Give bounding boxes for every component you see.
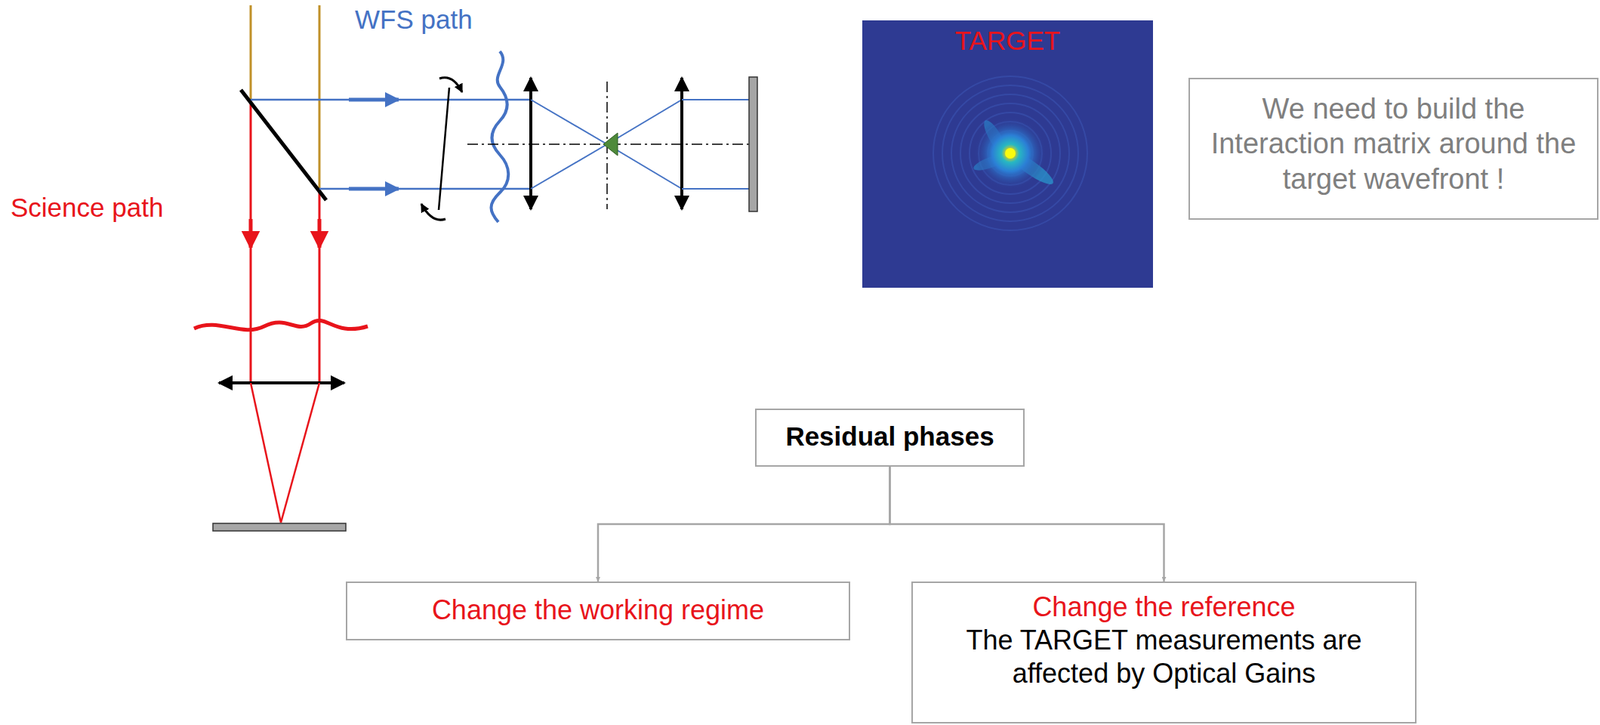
node-heading: Change the reference xyxy=(921,590,1406,624)
tree-connector xyxy=(890,466,1165,582)
science-detector xyxy=(212,523,346,531)
science-beam xyxy=(280,382,320,523)
wfs-beam xyxy=(681,98,750,101)
beam-splitter xyxy=(240,89,327,201)
path-label: Science path xyxy=(10,192,164,223)
wfs-beam xyxy=(250,98,531,102)
psf-image xyxy=(862,20,1153,288)
process-box: Change the referenceThe TARGET measureme… xyxy=(911,581,1417,724)
modulation-mirror xyxy=(438,87,450,210)
note-box: We need to build the Interaction matrix … xyxy=(1188,77,1599,220)
pyramid-prism xyxy=(603,132,618,156)
node-heading: TARGET xyxy=(868,24,1147,58)
wfs-beam xyxy=(530,144,608,189)
beam-arrow xyxy=(348,98,399,102)
science-beam xyxy=(250,382,281,523)
wfs-beam xyxy=(319,188,531,191)
node-heading: Change the working regime xyxy=(356,593,840,627)
wfs-detector xyxy=(749,77,758,212)
wfs-beam xyxy=(681,188,750,190)
science-wavefront xyxy=(194,320,368,330)
incoming-beam xyxy=(318,5,321,189)
process-box: Residual phases xyxy=(755,408,1025,467)
science-beam xyxy=(318,188,321,383)
modulation-arrow xyxy=(421,203,446,220)
node-heading: We need to build the Interaction matrix … xyxy=(1203,91,1584,197)
science-lens xyxy=(218,381,345,385)
wfs-wavefront xyxy=(491,51,509,222)
wfs-beam xyxy=(607,144,682,189)
wfs-lens xyxy=(529,77,533,210)
tree-connector xyxy=(598,466,891,582)
psf-rings xyxy=(933,76,1088,231)
process-box: Change the working regime xyxy=(345,581,851,641)
target-image: TARGET xyxy=(862,20,1153,288)
modulation-arrow xyxy=(439,77,463,93)
beam-arrow xyxy=(348,187,399,192)
path-label: WFS path xyxy=(354,4,473,35)
beam-arrow xyxy=(317,218,322,248)
psf-peak xyxy=(1005,147,1016,159)
beam-arrow xyxy=(249,218,253,248)
node-heading: Residual phases xyxy=(765,420,1015,454)
wfs-beam xyxy=(607,99,682,145)
node-body: The TARGET measurements are affected by … xyxy=(921,623,1406,691)
incoming-beam xyxy=(249,5,253,100)
wfs-beam xyxy=(530,99,608,145)
psf-core xyxy=(974,117,1047,190)
science-beam xyxy=(249,99,253,383)
